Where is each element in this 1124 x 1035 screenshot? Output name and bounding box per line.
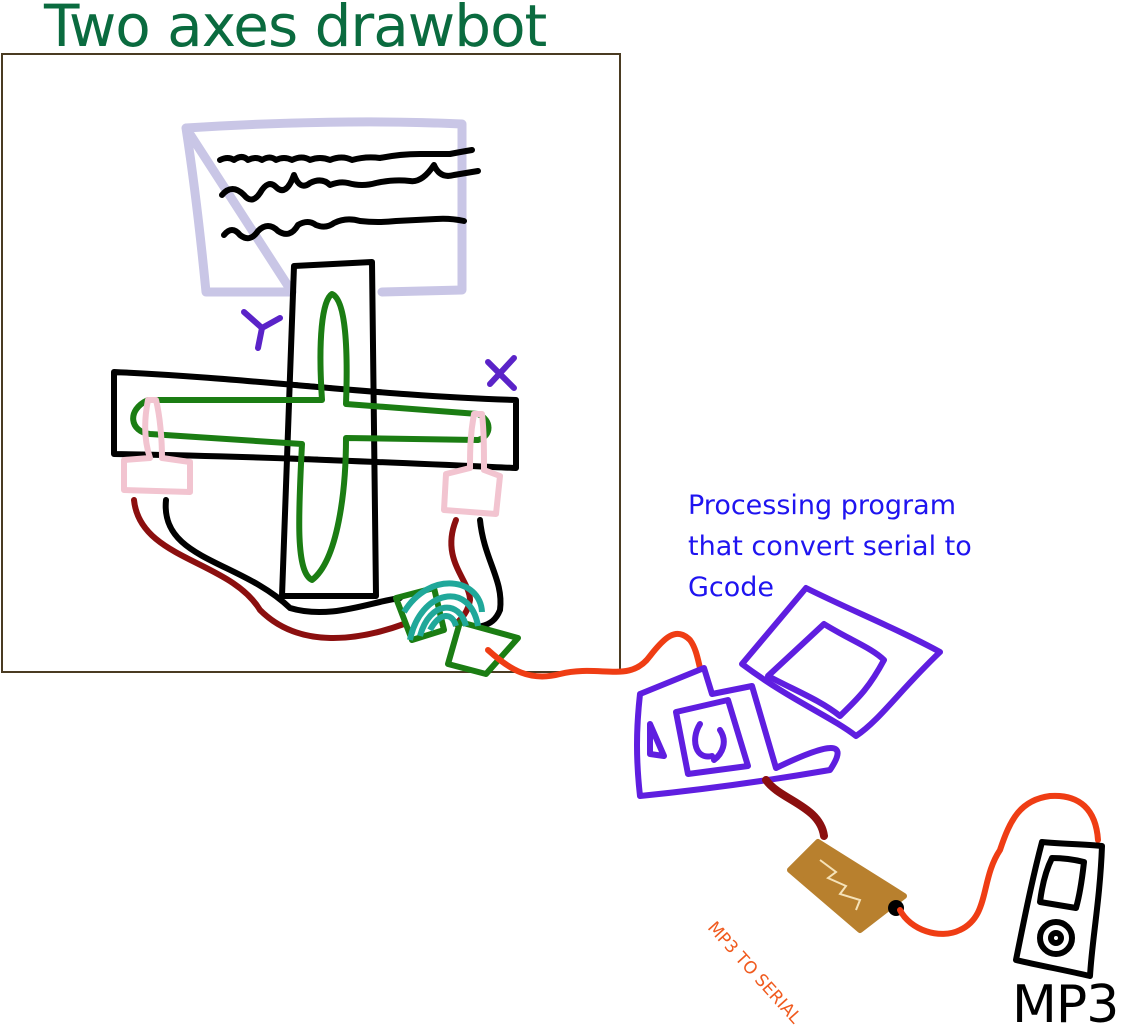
clamps [121,397,503,517]
serial-cable [485,631,703,680]
x-rail [111,369,519,471]
axis-letters [241,309,517,391]
rail-crossings [287,381,377,465]
mp3-label: MP3 [1012,975,1119,1035]
processing-label: Processing program that convert serial t… [688,485,972,608]
page-title: Two axes drawbot [44,0,547,60]
drawbot-frame [1,53,621,673]
paper-scribble [217,147,481,242]
processing-line: that convert serial to [688,531,972,562]
laptop-icon [634,585,943,799]
wireless-module [393,580,521,677]
converter-board [787,839,907,933]
processing-line: Processing program [688,490,957,521]
mp3-player-icon [1013,839,1105,979]
y-rail [279,259,379,599]
usb-cable [762,776,828,840]
processing-line: Gcode [688,572,775,603]
paper-sheet [181,117,467,297]
audio-cable [897,792,1101,937]
carriage [130,291,492,583]
motor-cables [131,497,504,641]
